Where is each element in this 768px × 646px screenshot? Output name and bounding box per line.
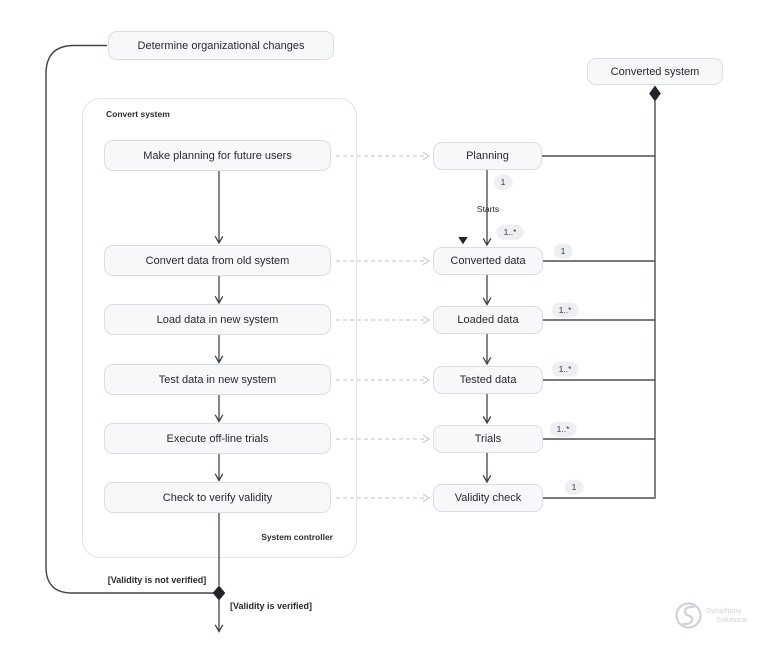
converted-system-label: Converted system xyxy=(610,65,700,78)
activity-label: Load data in new system xyxy=(156,313,279,326)
object-node-planning: Planning xyxy=(433,142,542,170)
activity-label: Convert data from old system xyxy=(145,254,290,267)
object-node-converted-data: Converted data xyxy=(433,247,543,275)
dashed-object-links xyxy=(336,155,426,499)
logo-text: Symphony Solutions xyxy=(706,606,747,624)
object-label: Tested data xyxy=(459,374,517,386)
container-title: Convert system xyxy=(106,109,170,119)
converted-system-node: Converted system xyxy=(587,58,723,85)
guard-label-not-verified: [Validity is not verified] xyxy=(107,575,207,585)
start-node-label: Determine organizational changes xyxy=(137,39,305,52)
activity-node-load-data: Load data in new system xyxy=(104,304,331,335)
object-label: Converted data xyxy=(450,255,526,267)
control-flow-arrows xyxy=(214,171,224,633)
multiplicity-badge-converted-in: 1..* xyxy=(496,224,524,240)
multiplicity-badge-tested-assoc: 1..* xyxy=(551,361,579,377)
composition-diamond xyxy=(649,85,661,102)
activity-node-make-planning: Make planning for future users xyxy=(104,140,331,171)
multiplicity-badge-trials-assoc: 1..* xyxy=(549,421,577,437)
multiplicity-badge-converted-assoc: 1 xyxy=(553,243,573,259)
object-label: Trials xyxy=(474,433,502,445)
object-label: Loaded data xyxy=(457,314,519,326)
decision-diamond xyxy=(212,585,226,601)
logo-swirl-icon xyxy=(675,602,702,629)
activity-node-test-data: Test data in new system xyxy=(104,364,331,395)
activity-label: Check to verify validity xyxy=(162,491,273,504)
activity-label: Execute off-line trials xyxy=(166,432,269,445)
container-footer-label: System controller xyxy=(261,532,333,542)
direction-triangle xyxy=(458,237,468,245)
watermark-logo: Symphony Solutions xyxy=(674,601,747,630)
dashed-link-arrowheads xyxy=(422,151,431,503)
starts-label: Starts xyxy=(476,204,500,214)
activity-node-execute-trials: Execute off-line trials xyxy=(104,423,331,454)
object-flow-arrows xyxy=(482,170,492,484)
association-lines xyxy=(542,101,656,499)
object-label: Validity check xyxy=(454,492,522,504)
activity-label: Make planning for future users xyxy=(143,149,292,162)
activity-label: Test data in new system xyxy=(158,373,277,386)
start-node: Determine organizational changes xyxy=(108,31,334,60)
object-node-loaded-data: Loaded data xyxy=(433,306,543,334)
logo-text-line2: Solutions xyxy=(716,614,747,624)
activity-node-convert-data: Convert data from old system xyxy=(104,245,331,276)
multiplicity-badge-planning-out: 1 xyxy=(493,174,513,190)
feedback-loop-line xyxy=(45,44,214,594)
activity-node-check-validity: Check to verify validity xyxy=(104,482,331,513)
logo-text-line1: Symphony xyxy=(706,606,742,615)
multiplicity-badge-validity-assoc: 1 xyxy=(564,479,584,495)
multiplicity-badge-loaded-assoc: 1..* xyxy=(551,302,579,318)
guard-label-verified: [Validity is verified] xyxy=(229,601,313,611)
object-node-tested-data: Tested data xyxy=(433,366,543,394)
object-node-trials: Trials xyxy=(433,425,543,453)
object-node-validity-check: Validity check xyxy=(433,484,543,512)
object-label: Planning xyxy=(466,150,509,162)
